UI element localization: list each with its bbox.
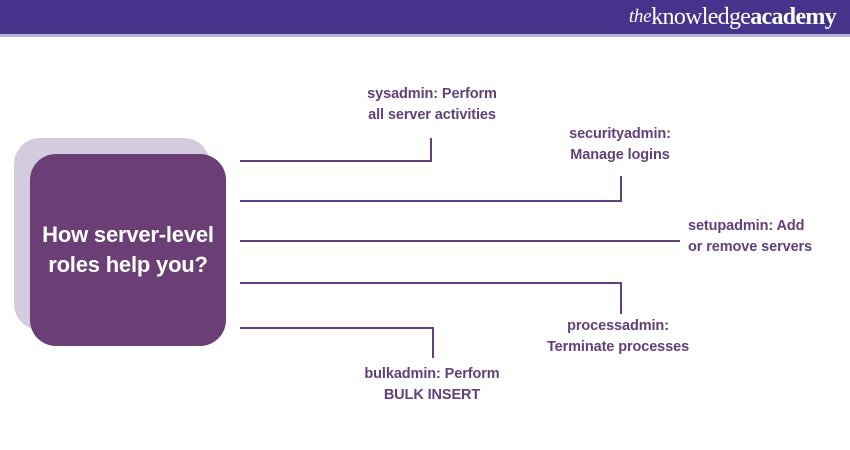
connector-securityadmin-vertical xyxy=(620,176,622,202)
connector-securityadmin xyxy=(240,176,622,202)
branch-label-setupadmin-line1: setupadmin: Add xyxy=(688,218,805,234)
connector-setupadmin-horizontal xyxy=(240,240,680,242)
connector-processadmin-vertical xyxy=(620,282,622,314)
connector-sysadmin xyxy=(240,138,432,162)
branch-label-securityadmin-line2: Manage logins xyxy=(570,147,670,164)
central-node-label: How server-level roles help you? xyxy=(42,222,214,277)
connector-sysadmin-vertical xyxy=(430,138,432,162)
connector-securityadmin-horizontal xyxy=(240,200,622,202)
brand-logo-the: the xyxy=(628,6,652,27)
connector-bulkadmin-horizontal xyxy=(240,327,434,329)
branch-label-processadmin-line2: Terminate processes xyxy=(546,339,690,356)
brand-logo-knowledge: knowledge xyxy=(651,3,751,30)
connector-sysadmin-horizontal xyxy=(240,160,432,162)
central-node: How server-level roles help you? xyxy=(14,138,226,346)
branch-label-bulkadmin: bulkadmin: Perform BULK INSERT xyxy=(330,364,534,406)
header-bar xyxy=(0,0,850,34)
connector-bulkadmin-vertical xyxy=(432,327,434,358)
branch-label-processadmin-line1: processadmin: xyxy=(567,318,669,334)
header-underline-divider xyxy=(0,34,850,37)
connector-processadmin xyxy=(240,282,622,314)
branch-label-setupadmin-line2: or remove servers xyxy=(688,239,813,256)
branch-label-processadmin: processadmin: Terminate processes xyxy=(518,316,718,358)
central-node-box: How server-level roles help you? xyxy=(30,154,226,346)
branch-label-setupadmin: setupadmin: Add or remove servers xyxy=(688,216,848,258)
branch-label-securityadmin-line1: securityadmin: xyxy=(569,126,671,142)
branch-label-sysadmin: sysadmin: Perform all server activities xyxy=(330,84,534,126)
branch-label-bulkadmin-line1: bulkadmin: Perform xyxy=(364,366,500,382)
connector-setupadmin xyxy=(240,240,680,242)
connector-bulkadmin xyxy=(240,327,434,358)
branch-label-sysadmin-line2: all server activities xyxy=(368,107,496,124)
connector-processadmin-horizontal xyxy=(240,282,622,284)
branch-label-bulkadmin-line2: BULK INSERT xyxy=(383,387,481,404)
branch-label-sysadmin-line1: sysadmin: Perform xyxy=(367,86,497,102)
brand-logo-academy: academy xyxy=(750,3,836,30)
branch-label-securityadmin: securityadmin: Manage logins xyxy=(520,124,720,166)
